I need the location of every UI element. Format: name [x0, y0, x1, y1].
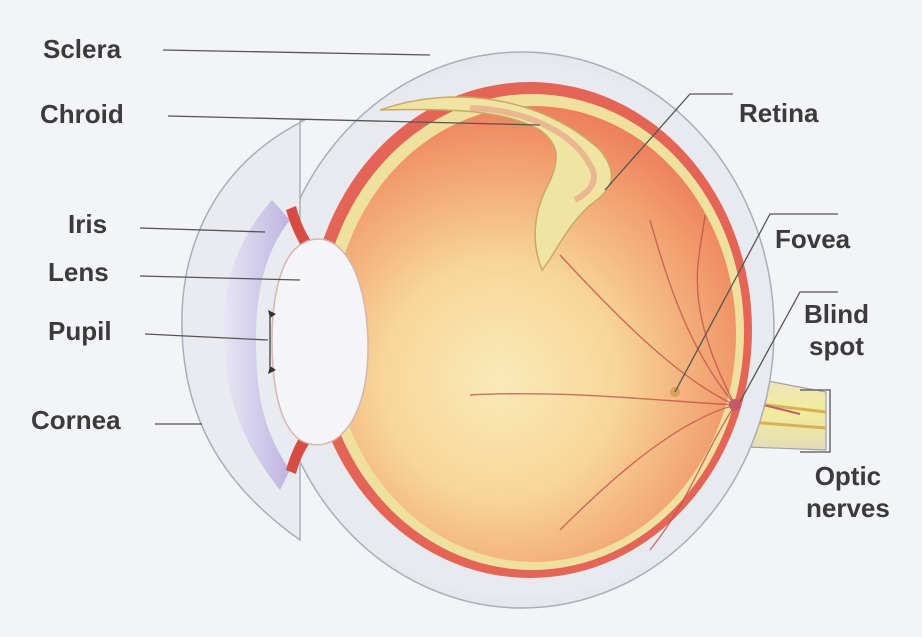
label-blind-spot: Blind spot [804, 298, 869, 362]
label-sclera: Sclera [43, 34, 121, 64]
label-cornea: Cornea [31, 405, 121, 435]
label-optic-nerves-line1: Optic [806, 460, 890, 492]
label-optic-nerves: Optic nerves [806, 460, 890, 524]
label-optic-nerves-line2: nerves [806, 492, 890, 524]
sclera-leader [163, 50, 430, 55]
label-blind-spot-line1: Blind [804, 298, 869, 330]
label-retina: Retina [739, 98, 818, 128]
lens-shape [272, 239, 368, 445]
label-blind-spot-line2: spot [804, 330, 869, 362]
blind-spot-mark [729, 399, 741, 411]
label-iris: Iris [68, 209, 107, 239]
label-fovea: Fovea [775, 224, 850, 254]
label-pupil: Pupil [48, 316, 112, 346]
label-lens: Lens [48, 257, 109, 287]
vitreous-body-shape [332, 106, 736, 562]
label-chroid: Chroid [40, 99, 124, 129]
